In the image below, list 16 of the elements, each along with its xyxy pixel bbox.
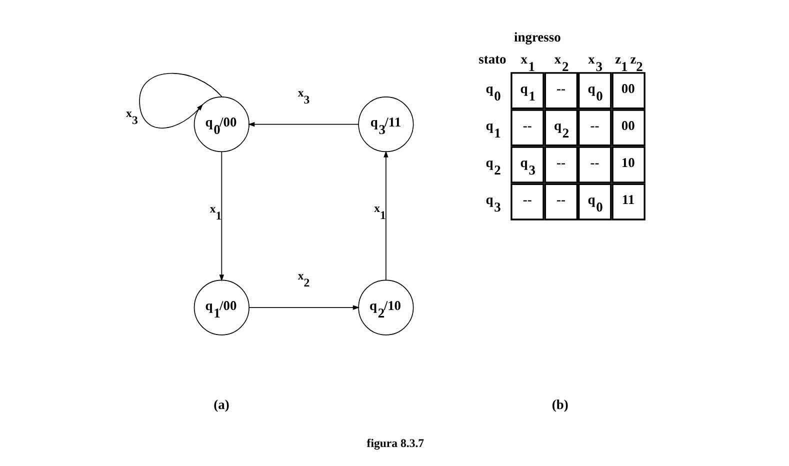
label: 00	[620, 80, 634, 96]
label: --	[590, 155, 599, 170]
label: --	[556, 192, 566, 208]
label: --	[522, 192, 532, 208]
label: 00	[620, 118, 634, 134]
label: --	[522, 118, 532, 134]
label: stato	[478, 52, 506, 67]
label: (b)	[551, 396, 568, 412]
label: 10	[620, 155, 634, 170]
label: --	[556, 155, 566, 170]
label: ingresso	[513, 30, 560, 45]
label: --	[556, 80, 566, 96]
label: 11	[621, 192, 634, 208]
label: --	[590, 118, 599, 134]
label: (a)	[213, 396, 229, 412]
caption: figura 8.3.7	[366, 436, 424, 450]
